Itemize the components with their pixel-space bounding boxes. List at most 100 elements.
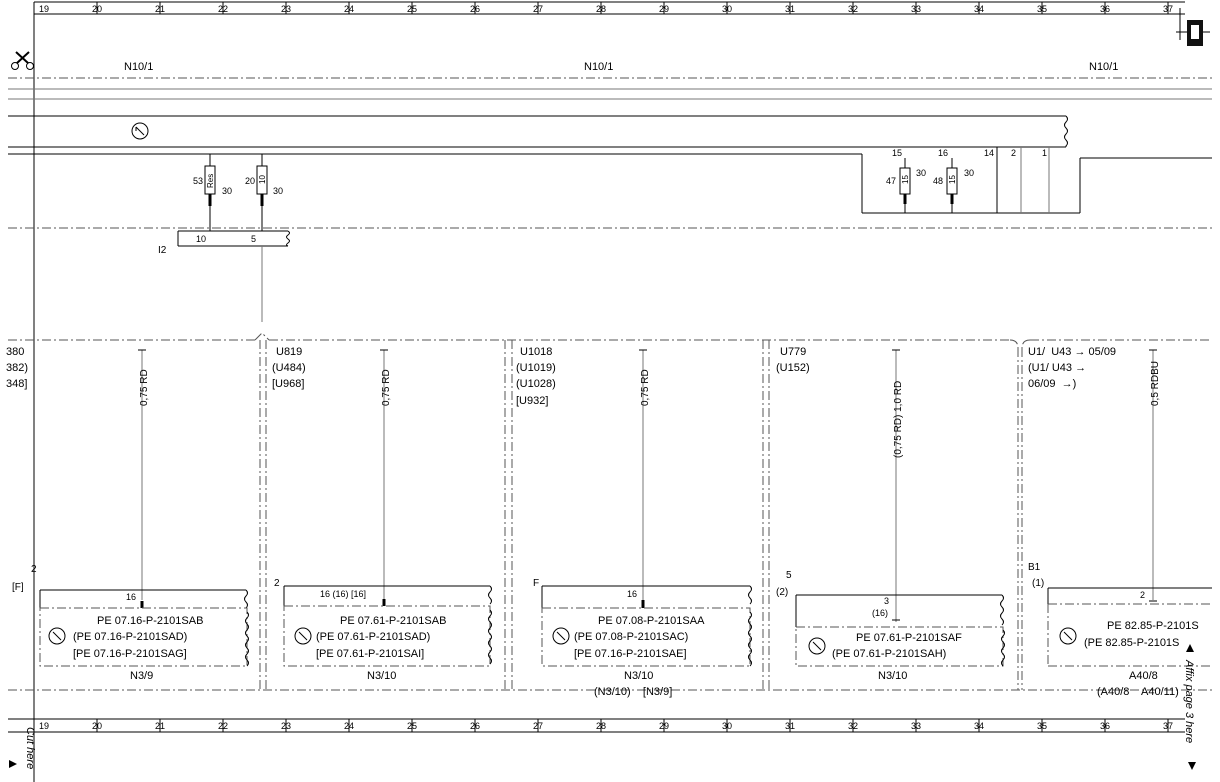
column-n3-10-b: U1018 (U1019) (U1028) [U932] 0,75 RD F 1… (516, 346, 752, 698)
ruler-label: 37 (1163, 4, 1173, 14)
connector-i2: 10 5 I2 (158, 230, 290, 322)
svg-text:B1: B1 (1028, 562, 1041, 573)
svg-text:(U1028): (U1028) (516, 378, 556, 390)
svg-text:(U484): (U484) (272, 362, 306, 374)
n10-label-mid: N10/1 (584, 61, 613, 73)
svg-text:14: 14 (984, 148, 994, 158)
ruler-label: 23 (281, 4, 291, 14)
scissors-icon (11, 51, 34, 70)
svg-text:5: 5 (251, 234, 256, 244)
column-a40-8: U1/ U43 → 05/09 (U1/ U43 → 06/09 →) 0,5 … (1028, 346, 1212, 698)
svg-text:[F]: [F] (12, 582, 24, 593)
ruler-label: 28 (596, 4, 606, 14)
fuse-10: 20 10 30 (245, 154, 283, 231)
wire-label: (0,75 RD) 1,0 RD (893, 381, 904, 458)
ruler-label: 37 (1163, 721, 1173, 731)
svg-text:30: 30 (916, 168, 926, 178)
column-n3-9: 380 382) 348] 0,75 RD 2 [F] 16 PE 07.16-… (6, 346, 249, 682)
svg-text:2: 2 (1140, 590, 1145, 600)
ground-symbol-icon (131, 122, 149, 140)
svg-text:2: 2 (274, 578, 280, 589)
ruler-label: 32 (848, 721, 858, 731)
svg-text:10: 10 (258, 175, 267, 184)
module-label: N3/10 (367, 670, 396, 682)
svg-text:[U968]: [U968] (272, 378, 304, 390)
wire-label: 0,75 RD (640, 369, 651, 406)
svg-text:15: 15 (901, 175, 910, 184)
ruler-label: 34 (974, 4, 984, 14)
ruler-label: 27 (533, 721, 543, 731)
cut-arrow-icon (9, 760, 17, 768)
wire-label: 0,5 RDBU (1150, 361, 1161, 406)
svg-text:382): 382) (6, 362, 28, 374)
module-label: N3/9 (130, 670, 153, 682)
svg-text:53: 53 (193, 176, 203, 186)
ruler-label: 36 (1100, 721, 1110, 731)
affix-page-label: Affix page 3 here (1183, 659, 1195, 743)
ruler-label: 21 (155, 721, 165, 731)
ref-link[interactable]: (PE 07.16-P-2101SAD) (73, 631, 187, 643)
svg-text:(U152): (U152) (776, 362, 810, 374)
svg-text:2: 2 (31, 564, 37, 575)
ruler-label: 20 (92, 721, 102, 731)
ruler-label: 29 (659, 4, 669, 14)
ruler-label: 30 (722, 721, 732, 731)
svg-text:(U1019): (U1019) (516, 362, 556, 374)
ref-link[interactable]: PE 07.08-P-2101SAA (598, 615, 705, 627)
svg-text:16: 16 (627, 589, 637, 599)
ruler-label: 31 (785, 4, 795, 14)
terminal-group-14-2-1: 14 2 1 (984, 147, 1050, 213)
svg-text:Res: Res (206, 174, 215, 188)
module-label: N3/10 (878, 670, 907, 682)
svg-text:15: 15 (948, 175, 957, 184)
affix-arrow-bottom-icon (1188, 762, 1196, 770)
cut-here-label: Cut here (24, 727, 36, 769)
n10-label-right: N10/1 (1089, 61, 1118, 73)
ruler-label: 32 (848, 4, 858, 14)
ref-link[interactable]: (PE 82.85-P-2101S (1084, 637, 1179, 649)
svg-text:(16): (16) (872, 608, 888, 618)
svg-text:380: 380 (6, 346, 24, 358)
ref-link[interactable]: (PE 07.08-P-2101SAC) (574, 631, 688, 643)
ruler-label: 24 (344, 4, 354, 14)
ruler-label: 26 (470, 4, 480, 14)
ruler-label: 19 (39, 4, 49, 14)
svg-text:1: 1 (1042, 148, 1047, 158)
svg-text:U779: U779 (780, 346, 806, 358)
ruler-label: 22 (218, 721, 228, 731)
ref-link[interactable]: (PE 07.61-P-2101SAD) (316, 631, 430, 643)
svg-text:3: 3 (884, 596, 889, 606)
ruler-label: 33 (911, 721, 921, 731)
ref-link[interactable]: PE 07.61-P-2101SAB (340, 615, 446, 627)
svg-text:30: 30 (273, 186, 283, 196)
svg-text:47: 47 (886, 176, 896, 186)
ruler-label: 21 (155, 4, 165, 14)
ref-link[interactable]: PE 07.16-P-2101SAB (97, 615, 203, 627)
ref-link[interactable]: [PE 07.61-P-2101SAI] (316, 648, 424, 660)
svg-text:48: 48 (933, 176, 943, 186)
ground-symbol-icon (552, 627, 570, 645)
ref-link[interactable]: [PE 07.16-P-2101SAG] (73, 648, 187, 660)
lower-frames (8, 332, 1212, 691)
svg-text:[U932]: [U932] (516, 395, 548, 407)
ref-link[interactable]: PE 82.85-P-2101S (1107, 620, 1199, 632)
module-outline (8, 88, 1212, 214)
svg-text:F: F (533, 578, 539, 589)
svg-text:30: 30 (964, 168, 974, 178)
ref-link[interactable]: PE 07.61-P-2101SAF (856, 632, 962, 644)
svg-text:2: 2 (1011, 148, 1016, 158)
ruler-label: 27 (533, 4, 543, 14)
ruler-label: 24 (344, 721, 354, 731)
ruler-label: 26 (470, 721, 480, 731)
ruler-label: 34 (974, 721, 984, 731)
svg-text:(1): (1) (1032, 578, 1044, 589)
ref-link[interactable]: [PE 07.16-P-2101SAE] (574, 648, 687, 660)
ruler-label: 19 (39, 721, 49, 731)
svg-text:5: 5 (786, 570, 792, 581)
module-label: A40/8 (1129, 670, 1158, 682)
affix-arrow-top-icon (1186, 644, 1194, 652)
svg-text:(U1/ U43 →: (U1/ U43 → (1028, 362, 1086, 374)
ground-symbol-icon (1059, 627, 1077, 645)
ref-link[interactable]: (PE 07.61-P-2101SAH) (832, 648, 946, 660)
